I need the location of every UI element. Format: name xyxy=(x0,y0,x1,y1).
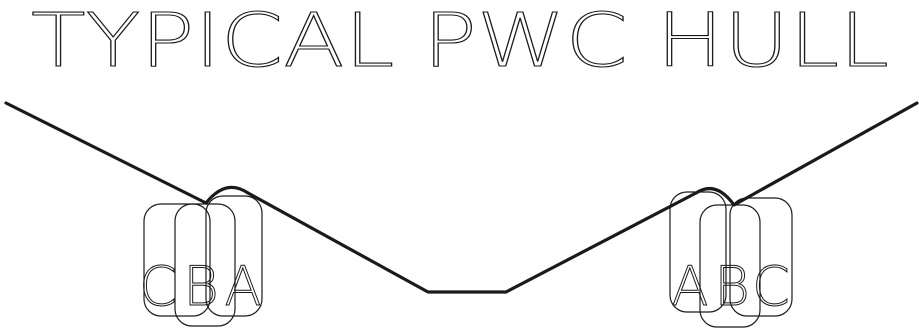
left-label-a: A xyxy=(225,255,262,318)
right-capsule-a xyxy=(669,191,727,313)
right-capsule-b xyxy=(699,204,761,328)
left-capsule-group: C B A xyxy=(139,195,263,327)
left-capsule-b xyxy=(174,203,236,327)
right-capsule-group: A B C xyxy=(669,191,793,328)
right-label-c: C xyxy=(752,255,790,318)
left-label-c: C xyxy=(139,255,177,318)
right-capsule-c xyxy=(729,197,793,317)
right-label-a: A xyxy=(672,255,709,318)
left-label-b: B xyxy=(183,255,218,318)
diagram-title: TYPICAL PWC HULL xyxy=(31,0,889,84)
hull-profile-line xyxy=(4,101,919,294)
right-label-b: B xyxy=(714,255,749,318)
